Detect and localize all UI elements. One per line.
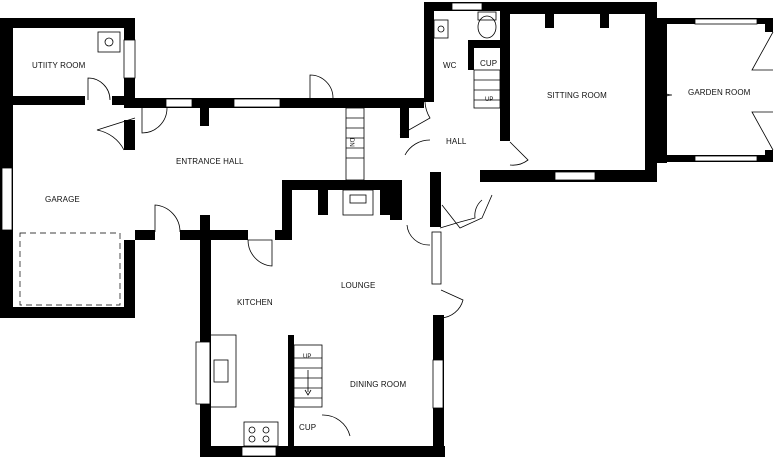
label-stair-hall-up: UP [485, 97, 493, 103]
room-labels: UTIITY ROOM GARAGE ENTRANCE HALL KITCHEN… [32, 59, 751, 432]
label-kitchen: KITCHEN [237, 298, 273, 307]
label-cup-upper: CUP [480, 59, 497, 68]
label-garden-room: GARDEN ROOM [688, 88, 751, 97]
windows [1, 2, 758, 457]
label-cup-lower: CUP [299, 423, 316, 432]
label-lounge: LOUNGE [341, 281, 375, 290]
label-entrance-hall: ENTRANCE HALL [176, 157, 244, 166]
label-wc: WC [443, 61, 457, 70]
fixtures [19, 11, 497, 447]
label-utility-room: UTIITY ROOM [32, 61, 86, 70]
label-sitting-room: SITTING ROOM [547, 91, 607, 100]
stairs [293, 69, 501, 408]
label-hall: HALL [446, 137, 467, 146]
label-stair-down: DN [348, 138, 354, 147]
label-garage: GARAGE [45, 195, 80, 204]
label-dining-room: DINING ROOM [350, 380, 406, 389]
label-stair-kitchen-up: UP [303, 354, 311, 360]
doors [87, 31, 774, 437]
